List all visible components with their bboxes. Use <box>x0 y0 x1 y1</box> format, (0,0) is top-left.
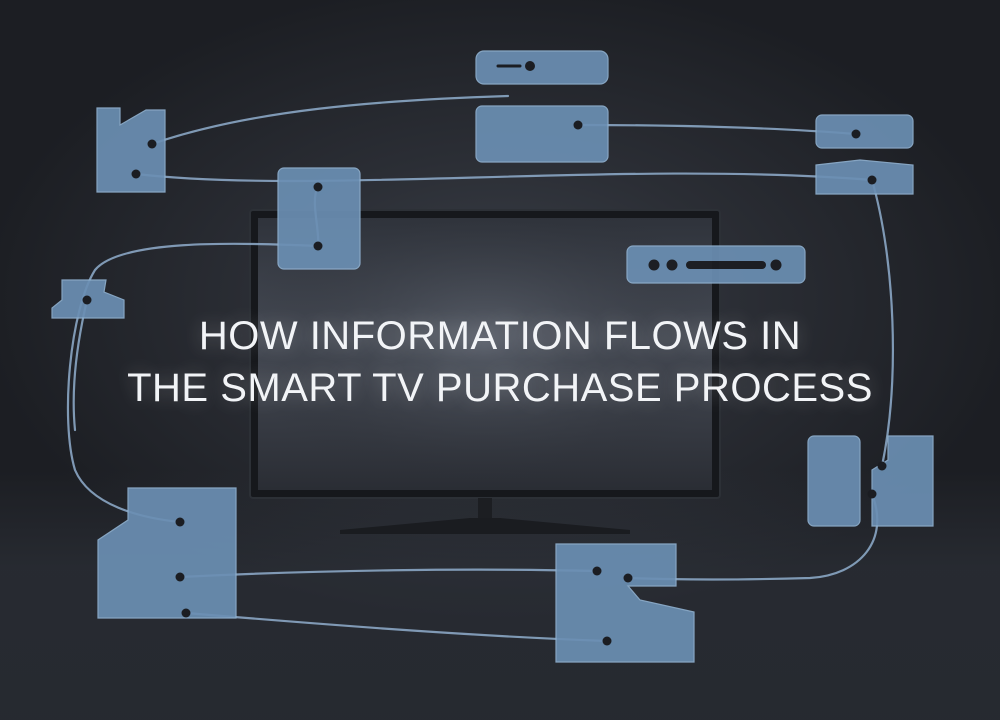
connector-pins <box>82 120 887 646</box>
connector-pin <box>592 566 602 576</box>
connector-wire <box>870 178 894 468</box>
toggle-knob-icon <box>525 61 535 71</box>
connector-wire <box>134 172 874 183</box>
flow-nodes <box>51 50 934 663</box>
flow-node-toggle-bar <box>475 50 609 85</box>
flow-node-right-top <box>815 114 914 149</box>
title-line-2: THE SMART TV PURCHASE PROCESS <box>127 366 873 410</box>
connector-pin <box>602 636 612 646</box>
slider-dot-icon <box>666 259 678 271</box>
connector-wire <box>178 568 599 579</box>
connector-pin <box>313 182 323 192</box>
flow-node-folder-left <box>96 107 166 193</box>
slider-track-icon <box>686 261 766 269</box>
connector-pin <box>181 608 191 618</box>
connector-pin <box>82 295 92 305</box>
connector-wire <box>184 611 609 643</box>
connector-pin <box>313 241 323 251</box>
slider-dot-icon <box>770 259 782 271</box>
connector-wire <box>576 123 858 136</box>
tv-stand-neck <box>478 498 492 520</box>
flow-node-center-top <box>475 105 609 163</box>
connector-pin <box>147 139 157 149</box>
connector-pin <box>867 489 877 499</box>
connectors <box>66 94 894 643</box>
connector-wire <box>72 298 89 432</box>
slider-dot-icon <box>648 259 660 271</box>
connector-pin <box>623 573 633 583</box>
infographic-title: HOW INFORMATION FLOWS IN THE SMART TV PU… <box>100 310 900 414</box>
flow-node-bottom-center <box>555 543 695 663</box>
connector-pin <box>175 572 185 582</box>
flow-node-center-tall <box>277 167 361 270</box>
connector-pin <box>851 129 861 139</box>
tv-stand-base <box>340 518 630 534</box>
title-line-1: HOW INFORMATION FLOWS IN <box>198 314 802 358</box>
node-card <box>475 50 609 85</box>
connector-wire <box>66 242 320 524</box>
connector-wire <box>150 94 510 146</box>
connector-pin <box>131 169 141 179</box>
flow-node-slider-bar <box>626 245 806 284</box>
connector-pin <box>175 517 185 527</box>
flow-node-right-tall-a <box>807 435 861 527</box>
connector-wire <box>626 492 879 581</box>
flow-node-right-tall-b <box>871 435 934 527</box>
connector-pin <box>877 461 887 471</box>
flow-node-bottom-left <box>97 487 237 619</box>
connector-pin <box>867 175 877 185</box>
flow-node-right-second <box>815 159 914 195</box>
connector-pin <box>573 120 583 130</box>
